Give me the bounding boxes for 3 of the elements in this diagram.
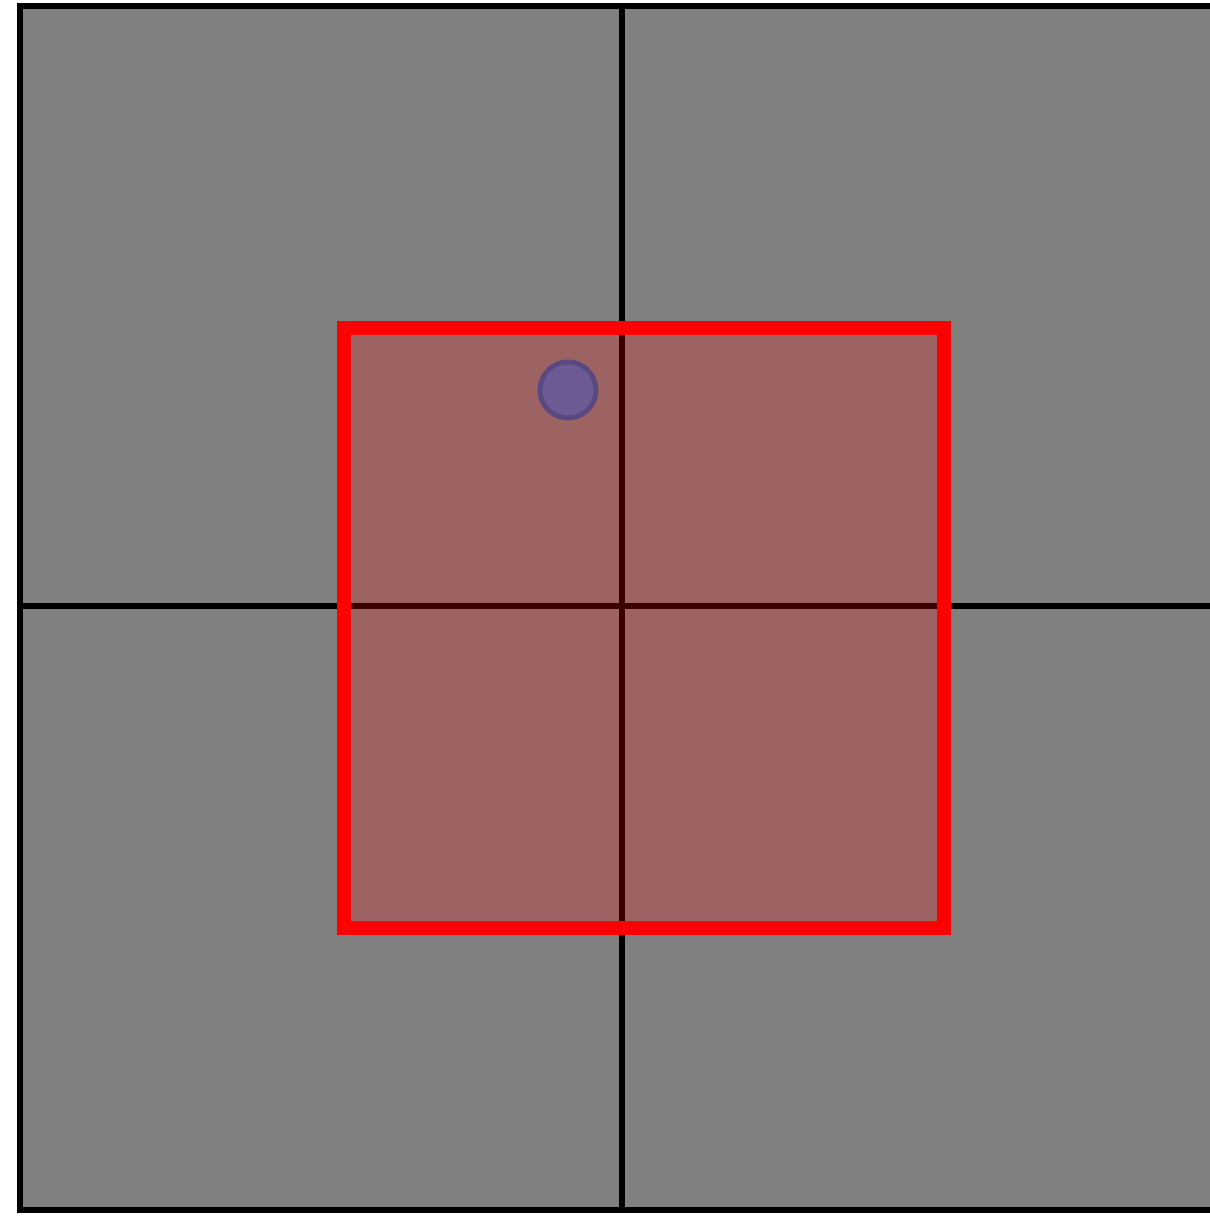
highlight-square	[337, 321, 951, 935]
grid-square	[17, 3, 625, 609]
grid-square	[17, 603, 625, 1213]
